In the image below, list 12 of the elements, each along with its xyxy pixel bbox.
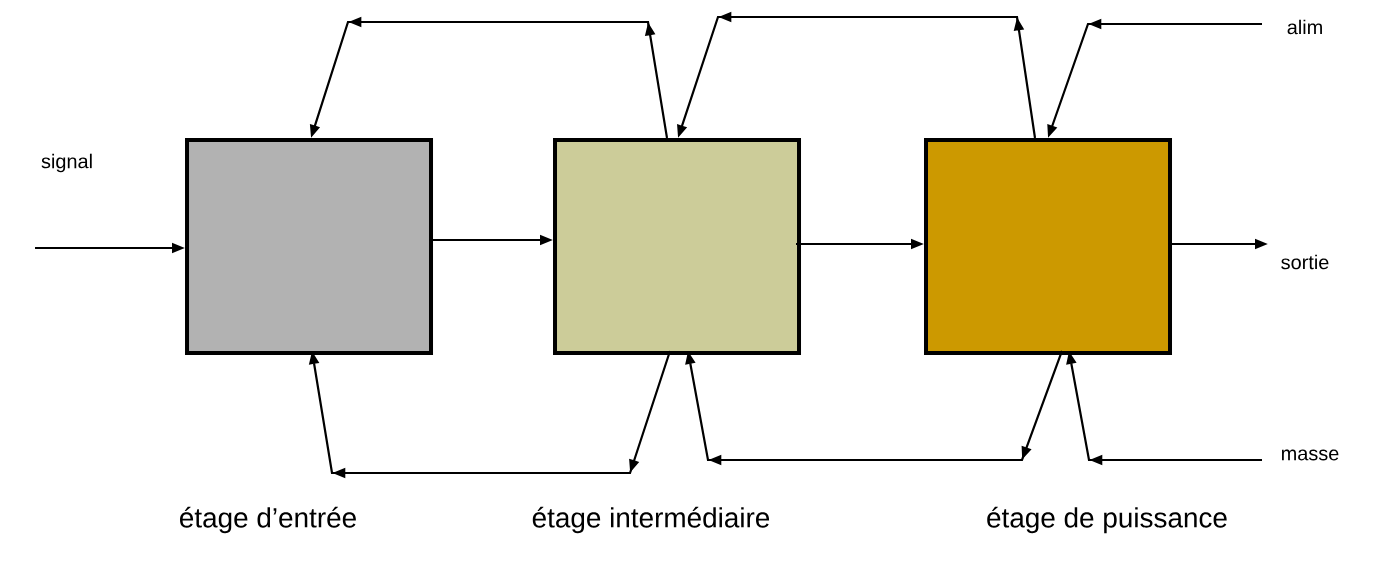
stage-caption: étage d’entrée — [180, 506, 356, 534]
arrow — [685, 350, 1064, 466]
signal-label: alim — [1287, 19, 1322, 35]
stage-caption: étage intermédiaire — [532, 506, 770, 534]
signal-label: sortie — [1281, 254, 1329, 270]
stage-box — [924, 138, 1172, 355]
signal-label: masse — [1282, 449, 1339, 461]
stage-box — [185, 138, 433, 355]
stage-box — [553, 138, 801, 355]
arrow — [308, 350, 672, 479]
signal-label: signal — [41, 153, 92, 173]
stage-caption: étage de puissance — [987, 506, 1227, 534]
